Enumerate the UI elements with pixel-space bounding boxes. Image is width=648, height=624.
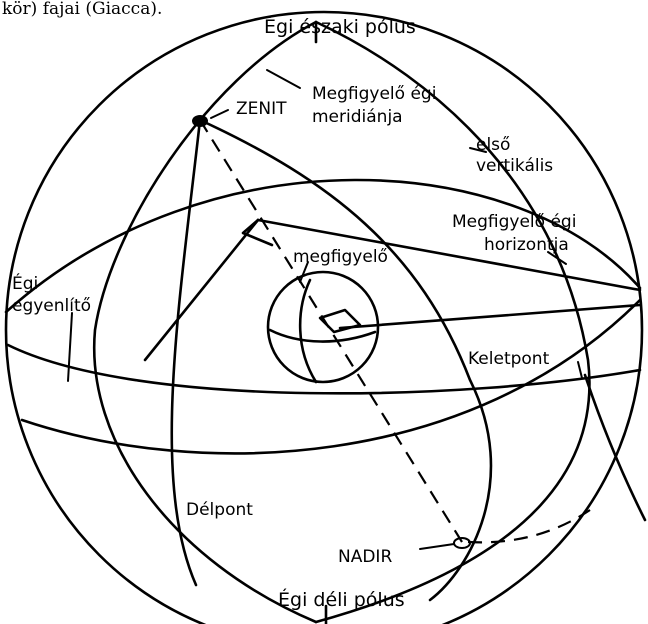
observer-label: megfigyelő [293,247,388,267]
south-point-label: Délpont [186,500,253,520]
nadir-leader [420,544,454,549]
north-pole-label: Égi északi pólus [264,15,416,38]
east-point-leader [578,362,582,378]
caption-fragment: kör) fajai (Giacca). [2,0,162,19]
zenith-label: ZENIT [236,99,287,119]
equator-leader [68,313,72,381]
horizon-label-2: horizontja [484,235,569,255]
nadir-back-arc [468,510,590,542]
observer-sphere-equator [270,330,375,342]
nadir-point [454,538,470,548]
equator-label-1: Égi [12,272,38,294]
meridian-leader [267,70,300,88]
zenith-leader [211,110,228,118]
equator-label-2: egyenlítő [12,296,91,316]
south-pole-label: Égi déli pólus [278,588,405,611]
prime-vertical-label-2: vertikális [476,156,553,176]
zenith-point [192,115,208,127]
east-point-label: Keletpont [468,349,550,369]
prime-vertical-label-1: első [476,135,510,155]
observer-sphere-meridian [300,280,316,382]
horizon-plane-line-east [340,305,640,328]
horizon-plane-line-west [145,220,258,360]
observer-meridian-label-2: meridiánja [312,107,403,127]
horizon-label-1: Megfigyelő égi [452,212,576,232]
nadir-label: NADIR [338,547,392,567]
observer-meridian-label-1: Megfigyelő égi [312,84,436,104]
